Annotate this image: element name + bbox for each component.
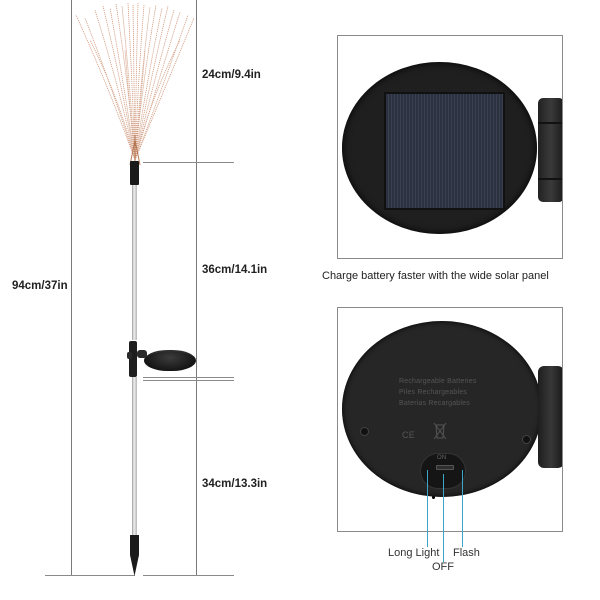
screw-left: [360, 427, 369, 436]
switch-marking: ON: [437, 455, 447, 461]
pole-cap: [130, 161, 139, 185]
screw-right: [522, 435, 531, 444]
back-text-line2: Piles Rechargeables: [399, 389, 468, 396]
bracket-knob: [127, 352, 132, 359]
reset-hole: [432, 496, 435, 499]
upper-pole: [132, 185, 137, 340]
lower-pole: [132, 377, 137, 537]
ce-mark: CE: [402, 430, 415, 440]
total-height-line: [71, 0, 72, 575]
solar-panel-side-view: [144, 350, 196, 371]
hinge-icon: [538, 98, 562, 202]
pointer-off: [443, 474, 444, 562]
solar-panel-closeup: [337, 35, 563, 259]
switch-label-off: OFF: [432, 561, 454, 573]
solar-cell-grid: [384, 92, 505, 210]
mode-switch[interactable]: [436, 465, 454, 470]
head-height-label: 24cm/9.4in: [202, 69, 261, 81]
ground-line-right: [143, 575, 234, 576]
segment-height-line: [196, 0, 197, 575]
upper-pole-label: 36cm/14.1in: [202, 264, 268, 276]
back-text-line3: Baterias Recargables: [399, 400, 470, 407]
back-text-line1: Rechargeable Batteries: [399, 378, 477, 385]
firework-wire-head-icon: [75, 2, 195, 165]
lower-stake-label: 34cm/13.3in: [202, 478, 268, 490]
marker-bracket-bottom-a: [143, 377, 234, 378]
dimension-diagram: 94cm/37in 24cm/9.4in 36cm/14.1in 34cm/13…: [12, 0, 268, 576]
switch-label-long-light: Long Light: [388, 547, 440, 559]
battery-back-closeup: Rechargeable Batteries Piles Rechargeabl…: [337, 307, 563, 532]
weee-bin-icon: [433, 422, 447, 440]
marker-bracket-bottom-b: [143, 380, 234, 381]
ground-stake-tip-icon: [130, 535, 139, 576]
solar-panel-caption: Charge battery faster with the wide sola…: [322, 270, 549, 282]
bracket-arm: [137, 350, 147, 358]
bracket-clamp: [129, 341, 137, 377]
hinge-segment-top: [538, 122, 562, 124]
pointer-long-light: [427, 470, 428, 547]
hinge-icon: [538, 366, 562, 468]
hinge-segment-bottom: [538, 178, 562, 180]
pointer-flash: [462, 470, 463, 547]
ground-line-left: [45, 575, 135, 576]
switch-label-flash: Flash: [453, 547, 480, 559]
total-height-label: 94cm/37in: [12, 280, 68, 292]
marker-head-bottom: [143, 162, 234, 163]
